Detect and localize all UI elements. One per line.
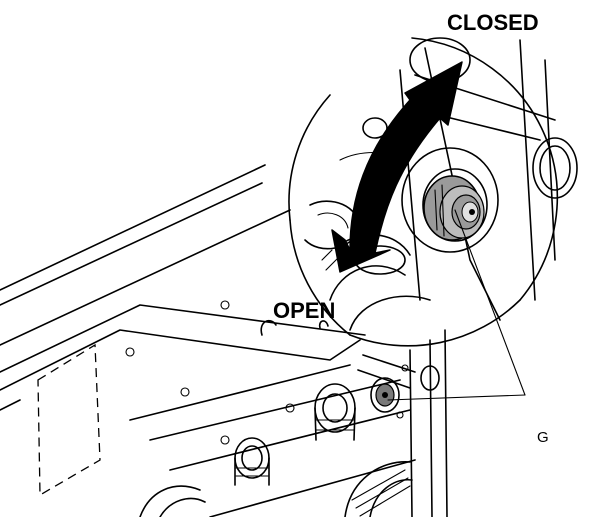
open-label: OPEN	[273, 298, 335, 323]
double-headed-curved-arrow-icon	[331, 61, 463, 273]
closed-label: CLOSED	[447, 10, 539, 35]
callout-leaders	[387, 209, 526, 401]
machine-panel	[0, 164, 448, 517]
callout-g-label: G	[537, 429, 549, 446]
panel-fittings	[139, 354, 440, 517]
valve-knob	[423, 175, 485, 241]
